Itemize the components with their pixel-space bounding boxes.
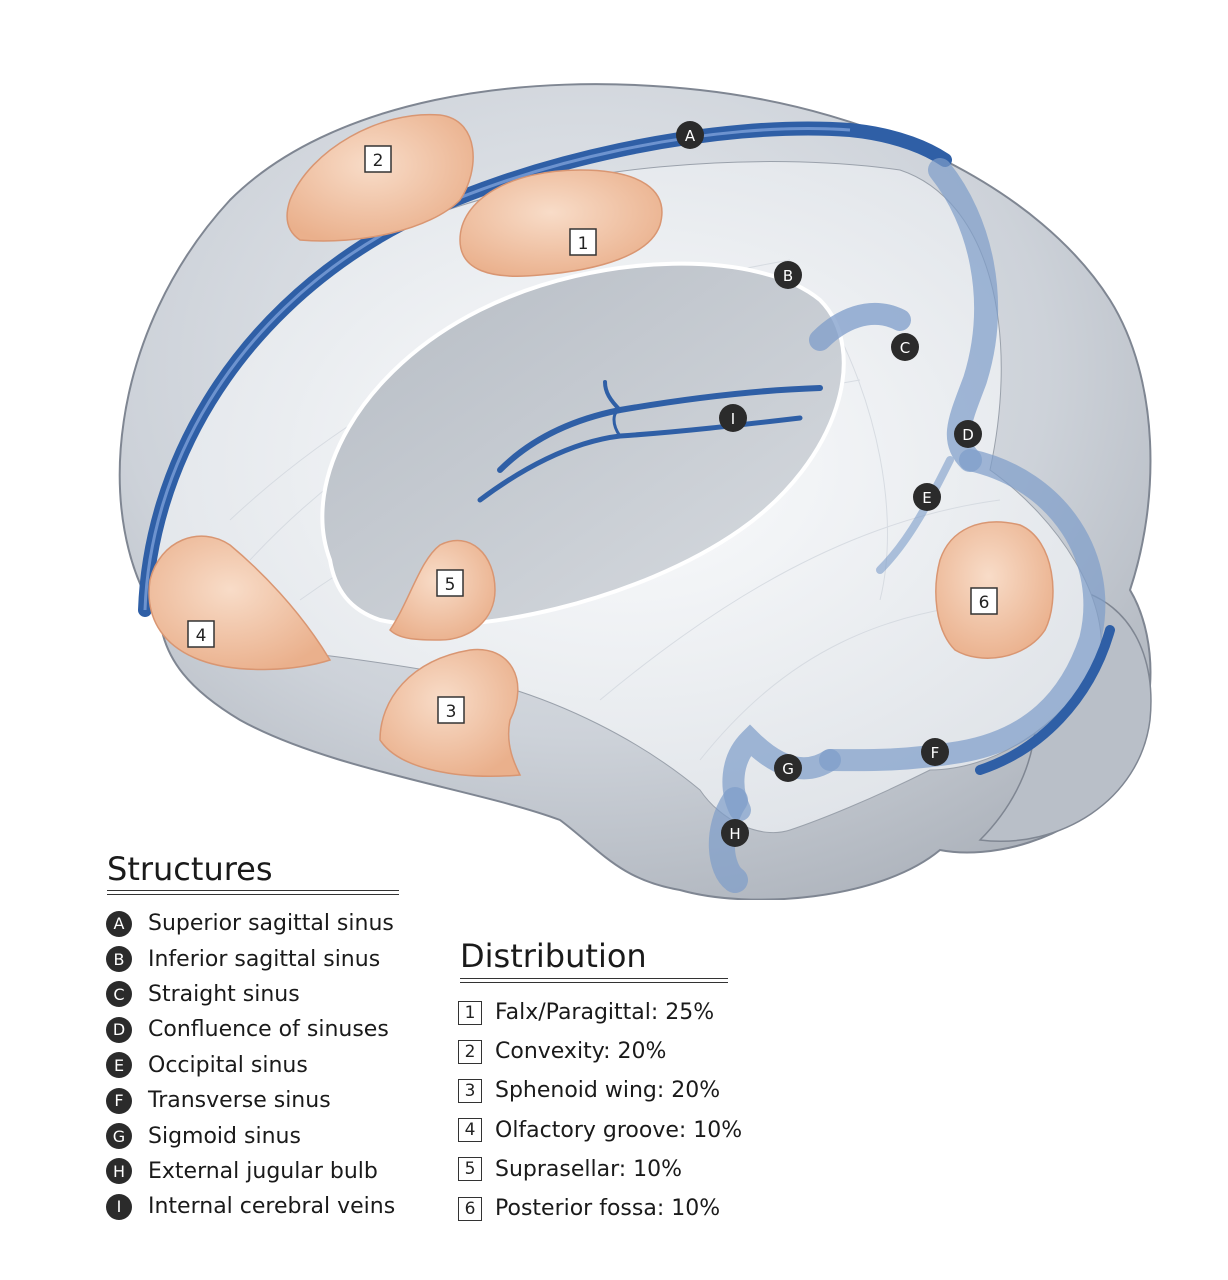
distribution-label: Sphenoid wing: 20% [495,1078,721,1104]
letter-badge: I [106,1193,132,1220]
svg-text:G: G [782,760,794,778]
transverse-dark-edge [975,625,1115,775]
letter-badge: D [106,1016,132,1043]
structure-label: Internal cerebral veins [148,1194,396,1220]
svg-text:2: 2 [373,151,384,171]
letter-badge: H [106,1158,132,1185]
structure-label: Confluence of sinuses [148,1017,389,1043]
number-markers: 1 2 3 4 5 6 [187,145,998,724]
list-item: E Occipital sinus [106,1048,395,1083]
list-item: 4 Olfactory groove: 10% [458,1111,742,1150]
list-item: 3 Sphenoid wing: 20% [458,1071,742,1110]
structure-label: Sigmoid sinus [148,1123,301,1149]
number-marker-4: 4 [187,620,215,648]
letter-badge: B [106,946,132,973]
letter-marker-D: D [954,420,982,448]
list-item: 2 Convexity: 20% [458,1032,742,1071]
svg-text:5: 5 [445,575,456,595]
svg-text:I: I [731,410,735,428]
svg-text:4: 4 [196,626,207,646]
svg-text:D: D [962,426,974,444]
list-item: D Confluence of sinuses [106,1012,395,1047]
list-item: I Internal cerebral veins [106,1189,395,1224]
number-marker-2: 2 [364,145,392,173]
svg-text:6: 6 [979,593,990,613]
number-box: 2 [458,1039,482,1064]
number-marker-6: 6 [970,587,998,615]
jugular-bulb [708,787,748,893]
structure-label: External jugular bulb [148,1158,378,1184]
letter-marker-C: C [891,333,919,361]
svg-text:B: B [783,267,793,285]
number-box: 3 [458,1078,482,1103]
letter-badge: E [106,1052,132,1079]
svg-text:A: A [685,127,696,145]
distribution-title: Distribution [460,937,647,975]
structure-label: Occipital sinus [148,1052,308,1078]
meningioma-1 [459,169,663,277]
list-item: H External jugular bulb [106,1154,395,1189]
occipital-sinus [876,456,954,574]
letter-markers: A B C D E F G H I [676,121,982,847]
dura-sinus-illustration: 1 2 3 4 5 6 A B C D E F G H I [118,83,1152,900]
svg-text:H: H [729,825,740,843]
structures-title: Structures [107,850,273,888]
list-item: A Superior sagittal sinus [106,906,395,941]
straight-sinus [809,302,911,351]
number-box: 5 [458,1157,482,1182]
distribution-label: Posterior fossa: 10% [495,1196,721,1222]
transverse-sinus [819,449,1106,772]
structure-label: Superior sagittal sinus [148,911,394,937]
number-box: 6 [458,1196,482,1221]
svg-text:F: F [931,744,940,762]
letter-marker-E: E [913,483,941,511]
number-marker-1: 1 [569,228,597,256]
structures-list: A Superior sagittal sinus B Inferior sagit… [106,906,395,1225]
structure-label: Straight sinus [148,981,300,1007]
svg-text:3: 3 [446,702,457,722]
list-item: C Straight sinus [106,977,395,1012]
letter-marker-F: F [921,738,949,766]
list-item: F Transverse sinus [106,1083,395,1118]
list-item: G Sigmoid sinus [106,1118,395,1153]
number-marker-5: 5 [436,569,464,597]
letter-badge: G [106,1123,132,1150]
letter-marker-H: H [721,819,749,847]
distribution-label: Falx/Paragittal: 25% [495,1000,715,1026]
distribution-label: Suprasellar: 10% [495,1156,683,1182]
list-item: 6 Posterior fossa: 10% [458,1189,742,1228]
internal-cerebral-veins [477,380,823,503]
number-box: 4 [458,1118,482,1143]
letter-marker-A: A [676,121,704,149]
svg-text:E: E [922,489,931,507]
svg-text:C: C [900,339,910,357]
letter-marker-I: I [719,404,747,432]
svg-text:1: 1 [578,234,589,254]
distribution-label: Convexity: 20% [495,1039,667,1065]
meningioma-2 [286,113,474,242]
list-item: 5 Suprasellar: 10% [458,1150,742,1189]
letter-badge: A [106,910,132,937]
letter-badge: C [106,981,132,1008]
structures-title-rule [107,890,399,895]
letter-marker-G: G [774,754,802,782]
structure-label: Transverse sinus [148,1088,331,1114]
structure-label: Inferior sagittal sinus [148,946,381,972]
number-box: 1 [458,1000,482,1025]
list-item: 1 Falx/Paragittal: 25% [458,993,742,1032]
distribution-title-rule [460,978,728,983]
distribution-label: Olfactory groove: 10% [495,1117,743,1143]
letter-badge: F [106,1087,132,1114]
letter-marker-B: B [774,261,802,289]
list-item: B Inferior sagittal sinus [106,941,395,976]
number-marker-3: 3 [437,696,465,724]
